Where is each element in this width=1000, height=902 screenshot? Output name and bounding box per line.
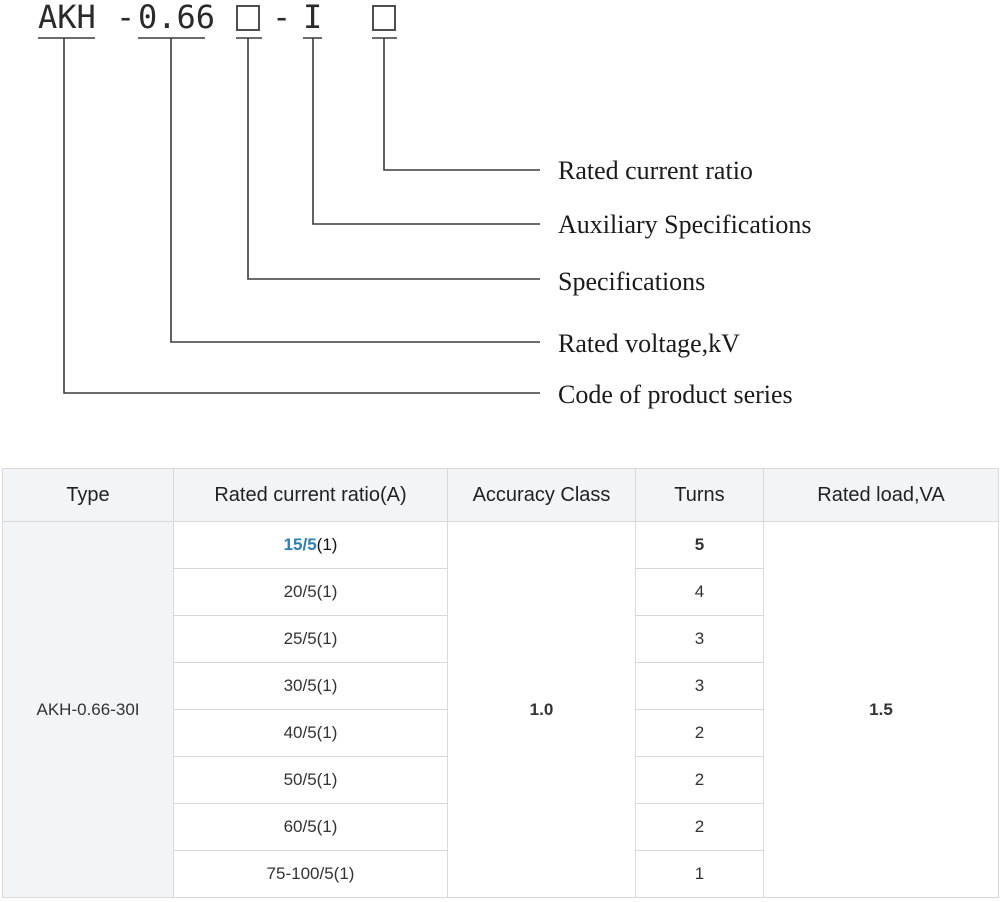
turns-cell: 4 (635, 568, 764, 616)
header-type: Type (2, 468, 174, 522)
legend-rated-voltage: Rated voltage,kV (558, 329, 740, 358)
accuracy-class-cell: 1.0 (447, 521, 636, 898)
ratio-cell: 30/5(1) (173, 662, 448, 710)
table-row: 50/5(1) 2 (3, 756, 999, 804)
turns-cell: 2 (635, 756, 764, 804)
table-row: 20/5(1) 4 (3, 568, 999, 616)
table-row: 75-100/5(1) 1 (3, 850, 999, 898)
table-header-row: Type Rated current ratio(A) Accuracy Cla… (2, 468, 999, 522)
ratio-cell: 20/5(1) (173, 568, 448, 616)
turns-cell: 3 (635, 615, 764, 663)
leader-auxiliary-specifications (312, 38, 540, 225)
code-prefix: AKH (38, 0, 96, 36)
ratio-placeholder-box (372, 5, 396, 31)
code-dash-1: - (116, 0, 135, 36)
legend-code-of-product-series: Code of product series (558, 380, 793, 409)
legend-rated-current-ratio: Rated current ratio (558, 156, 753, 185)
header-rated-current-ratio: Rated current ratio(A) (173, 468, 448, 522)
turns-cell: 3 (635, 662, 764, 710)
table-row: AKH-0.66-30I 15/5(1) 1.0 5 1.5 (2, 521, 999, 898)
ratio-cell: 75-100/5(1) (173, 850, 448, 898)
turns-cell: 2 (635, 709, 764, 757)
table-row: 60/5(1) 2 (3, 803, 999, 851)
leader-specifications (247, 38, 540, 280)
header-accuracy-class: Accuracy Class (447, 468, 636, 522)
ratio-cell: 40/5(1) (173, 709, 448, 757)
leader-code-of-product-series (63, 38, 540, 394)
turns-cell: 5 (635, 521, 764, 569)
ratio-cell: 25/5(1) (173, 615, 448, 663)
code-aux: I (303, 0, 322, 36)
header-turns: Turns (635, 468, 764, 522)
rated-load-cell: 1.5 (763, 521, 999, 898)
leader-rated-voltage (170, 38, 540, 343)
ratio-cell: 50/5(1) (173, 756, 448, 804)
type-cell: AKH-0.66-30I (2, 521, 174, 898)
ratio-suffix: (1) (316, 535, 338, 554)
leader-rated-current-ratio (383, 38, 540, 171)
legend-auxiliary-specifications: Auxiliary Specifications (558, 210, 811, 239)
code-dash-2: - (272, 0, 291, 36)
ratio-highlight: 15/5 (283, 535, 317, 554)
code-voltage: 0.66 (138, 0, 215, 36)
table-row: 30/5(1) 3 (3, 662, 999, 710)
ratio-cell: 15/5(1) (173, 521, 448, 569)
turns-cell: 2 (635, 803, 764, 851)
specification-table: Type Rated current ratio(A) Accuracy Cla… (2, 468, 999, 898)
spec-placeholder-box (236, 5, 260, 31)
model-code-diagram: AKH - 0.66 - I Rated current ratio Auxil… (38, 0, 811, 409)
legend-specifications: Specifications (558, 267, 705, 296)
header-rated-load: Rated load,VA (763, 468, 999, 522)
ratio-cell: 60/5(1) (173, 803, 448, 851)
turns-cell: 1 (635, 850, 764, 898)
